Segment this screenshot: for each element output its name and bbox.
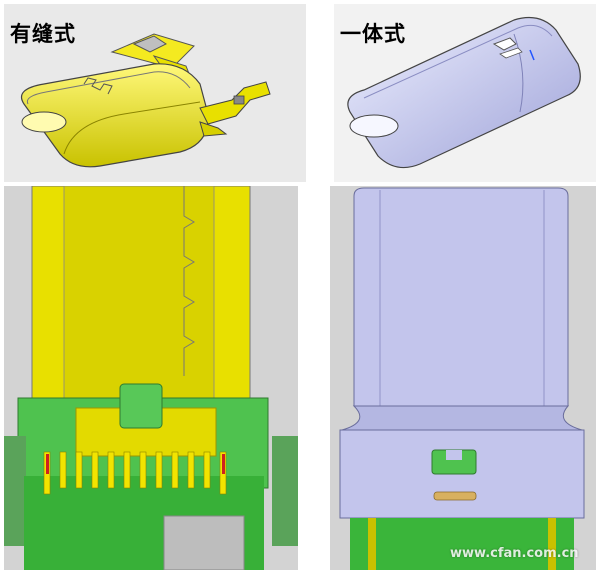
- onepiece-shell-section-panel: www.cfan.com.cn: [330, 186, 596, 570]
- onepiece-shell-3d-panel: 一体式: [334, 4, 596, 182]
- left-title: 有缝式: [10, 22, 76, 46]
- onepiece-shell-3d-illustration: [347, 17, 581, 169]
- seamed-shell-3d-panel: 有缝式: [4, 4, 306, 182]
- right-title: 一体式: [340, 22, 406, 46]
- onepiece-shell-section-illustration: [339, 187, 585, 570]
- watermark: www.cfan.com.cn: [450, 546, 579, 561]
- seamed-shell-section-panel: [4, 186, 298, 570]
- seamed-shell-section-illustration: [4, 186, 298, 570]
- seamed-shell-3d-illustration: [20, 33, 271, 168]
